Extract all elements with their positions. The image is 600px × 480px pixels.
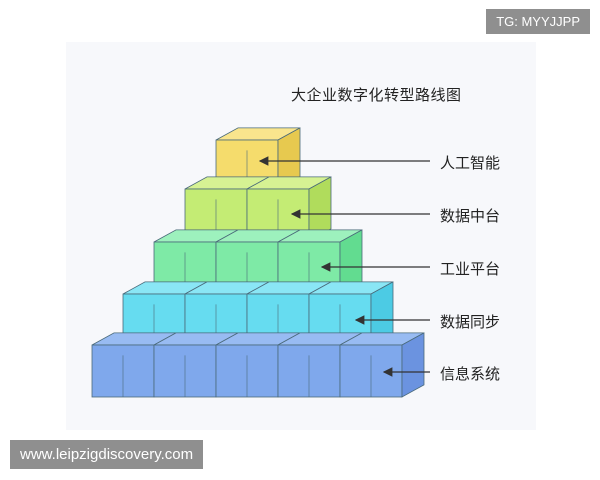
cube-level-5	[153, 332, 239, 398]
cube-level-5	[339, 332, 425, 398]
cube-level-5	[215, 332, 301, 398]
level-label-3: 工业平台	[440, 260, 501, 278]
watermark-top: TG: MYYJJPP	[486, 9, 590, 34]
cube-level-5	[277, 332, 363, 398]
cube-side-level-5	[401, 332, 425, 398]
watermark-url: www.leipzigdiscovery.com	[10, 440, 204, 469]
level-label-4: 数据同步	[440, 313, 501, 331]
cube-side-level-2	[308, 176, 332, 242]
level-label-2: 数据中台	[440, 207, 501, 225]
level-label-1: 人工智能	[440, 154, 501, 172]
diagram-title: 大企业数字化转型路线图	[291, 86, 462, 104]
cube-level-5	[91, 332, 177, 398]
level-label-5: 信息系统	[440, 365, 501, 383]
